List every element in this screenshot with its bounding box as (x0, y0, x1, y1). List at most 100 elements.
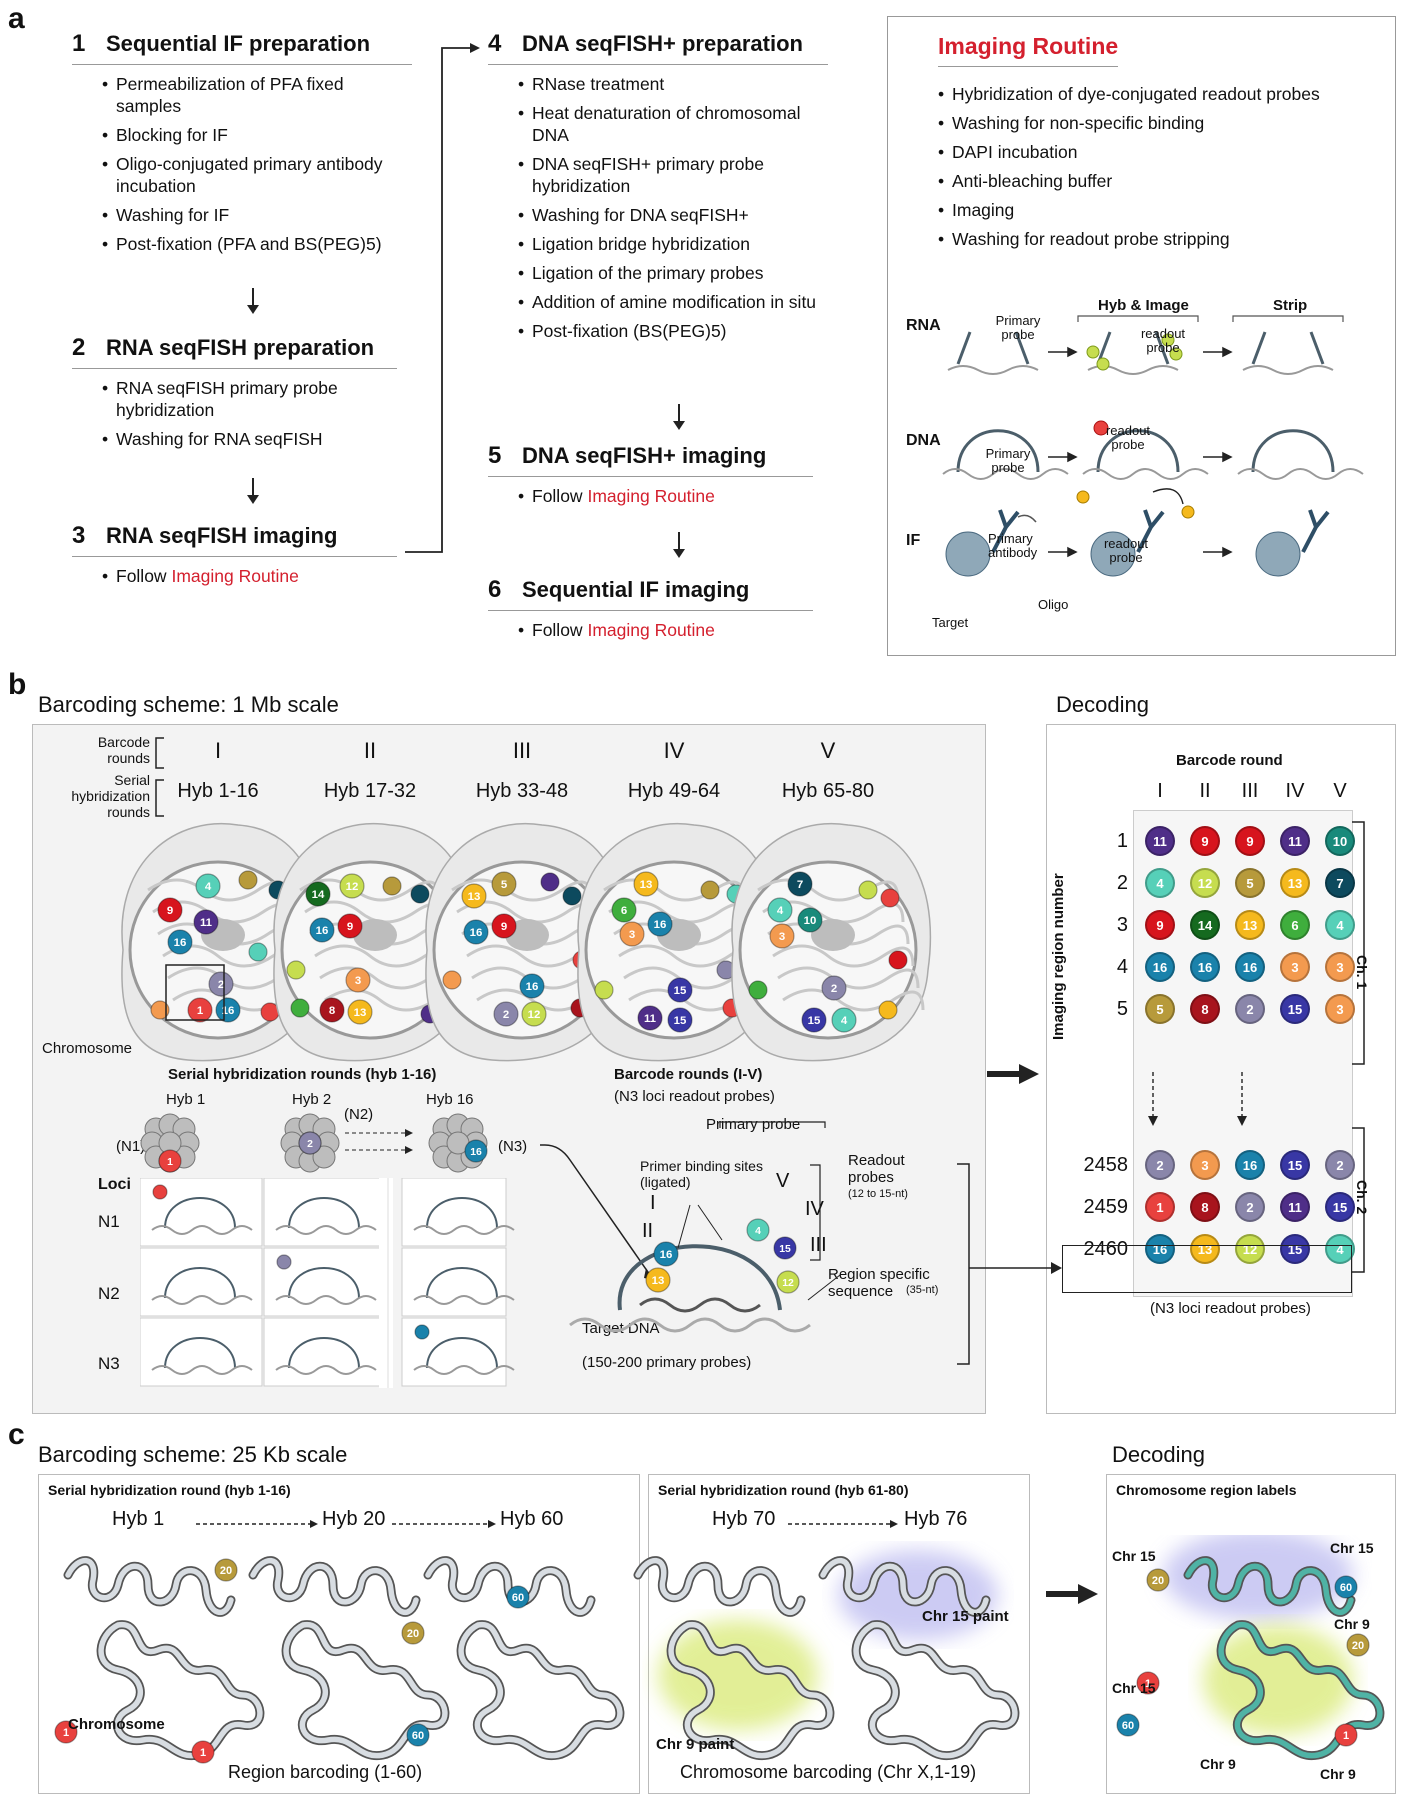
hyb2-label: Hyb 2 (292, 1091, 332, 1108)
barcode-dot: 16 (1235, 952, 1265, 982)
primary-probe-label: Primary probe (995, 313, 1041, 342)
readout-dot: 9 (491, 913, 517, 939)
loci-row-label: N3 (98, 1354, 120, 1373)
ellipsis-arrows (1148, 1072, 1247, 1126)
barcode-dot: 3 (1190, 1150, 1220, 1180)
n3-label: (N3) (498, 1138, 528, 1155)
barcode-dot: 11 (1280, 1192, 1310, 1222)
readout-dot: 13 (347, 999, 373, 1025)
svg-text:9: 9 (167, 905, 173, 917)
svg-text:16: 16 (654, 919, 667, 931)
routine-item: Anti-bleaching buffer (938, 170, 1378, 192)
region-number: 5 (1116, 998, 1128, 1020)
paint-haze (658, 1620, 818, 1730)
primary-probe-label: Primary probe (985, 446, 1031, 475)
readout-dot: 5 (491, 871, 517, 897)
barcode-dot: 3 (1280, 952, 1310, 982)
region-dot-label: 20 (1152, 1575, 1164, 1587)
arrow-down (673, 532, 685, 558)
region-number: 2460 (1083, 1238, 1129, 1260)
readout-dot: 7 (787, 871, 813, 897)
barcode-dot: 11 (1145, 826, 1175, 856)
readout-dot: 3 (619, 921, 645, 947)
step-item: DNA seqFISH+ primary probe hybridization (518, 153, 828, 197)
highlight-row (1062, 1245, 1352, 1293)
chromosome-brackets (1352, 821, 1365, 1273)
svg-text:16: 16 (526, 981, 539, 993)
readout-dot (410, 884, 430, 904)
imaging-routine-box: Imaging Routine Hybridization of dye-con… (887, 16, 1396, 656)
panel-c-letter: c (8, 1418, 25, 1451)
panel-b-title: Barcoding scheme: 1 Mb scale (38, 692, 339, 717)
loci-cell (140, 1247, 263, 1317)
hyb-label: Hyb 70 (712, 1508, 776, 1530)
region-dot-label: 20 (220, 1565, 232, 1577)
round-iii-label: III (810, 1234, 827, 1256)
readout-dot: 15 (773, 1236, 797, 1260)
svg-text:4: 4 (777, 905, 784, 917)
barcode-dot: 3 (1325, 952, 1355, 982)
readout-probe-label: readout probe (1140, 326, 1186, 355)
readout-dot: 8 (319, 997, 345, 1023)
readout-dot: 12 (776, 1270, 800, 1294)
probe-cluster: 2 (280, 1113, 340, 1173)
region-dot (1146, 1568, 1170, 1592)
barcode-dot: 11 (1280, 826, 1310, 856)
barcode-dot: 15 (1280, 994, 1310, 1024)
readout-dot (442, 970, 462, 990)
svg-text:14: 14 (312, 889, 325, 901)
readout-dot: 15 (667, 1007, 693, 1033)
readout-dot: 16 (647, 911, 673, 937)
readout-dot (888, 950, 908, 970)
ch1-label: Ch. 1 (1354, 955, 1370, 990)
barcode-dot: 10 (1325, 826, 1355, 856)
decode-header: Barcode round (1176, 752, 1283, 769)
barcode-dot: 4 (1145, 868, 1175, 898)
svg-text:12: 12 (346, 881, 359, 893)
hyb1-label: Hyb 1 (166, 1091, 206, 1108)
step-item: Washing for RNA seqFISH (102, 428, 397, 450)
step-title: Sequential IF preparation (106, 31, 371, 56)
loci-cell (263, 1178, 387, 1247)
region-number: 4 (1116, 956, 1128, 978)
readout-dot: 12 (339, 873, 365, 899)
barcode-dot: 16 (1235, 1150, 1265, 1180)
box2-title: Serial hybridization round (hyb 61-80) (658, 1482, 909, 1498)
region-dot (1334, 1575, 1358, 1599)
region-dot (214, 1558, 238, 1582)
region-dot-label: 60 (1340, 1582, 1352, 1594)
primary-count-label: (150-200 primary probes) (582, 1354, 752, 1371)
readout-dot: 2 (208, 971, 234, 997)
serial-title: Serial hybridization rounds (hyb 1-16) (168, 1066, 437, 1083)
loci-cell (401, 1178, 515, 1247)
routine-item: Imaging (938, 199, 1378, 221)
connector-arrow (957, 1163, 1062, 1365)
barcode-dot: 2 (1235, 1192, 1265, 1222)
round-v-label: V (776, 1170, 790, 1192)
readout-dot: 16 (167, 929, 193, 955)
barcode-dot: 9 (1235, 826, 1265, 856)
step-item: Washing for DNA seqFISH+ (518, 204, 828, 226)
step-title: RNA seqFISH preparation (106, 335, 375, 360)
region-dot-label: 1 (1145, 1678, 1151, 1690)
barcode-dot: 9 (1145, 910, 1175, 940)
readout-probes-label: Readout probes (848, 1152, 905, 1186)
svg-text:15: 15 (674, 1015, 687, 1027)
barcode-dot: 8 (1190, 1192, 1220, 1222)
routine-diagram (942, 315, 1364, 577)
svg-text:12: 12 (528, 1009, 541, 1021)
svg-text:15: 15 (779, 1244, 791, 1255)
dna-label: DNA (906, 432, 941, 449)
region-dot (1334, 1723, 1358, 1747)
readout-dot: 13 (461, 883, 487, 909)
readout-dot (748, 980, 768, 1000)
region-dot (406, 1723, 430, 1747)
target-label: Target (932, 615, 969, 630)
readout-dot: 13 (645, 1267, 671, 1293)
readout-dot (152, 1184, 168, 1200)
chromosome-fiber (63, 1556, 265, 1761)
